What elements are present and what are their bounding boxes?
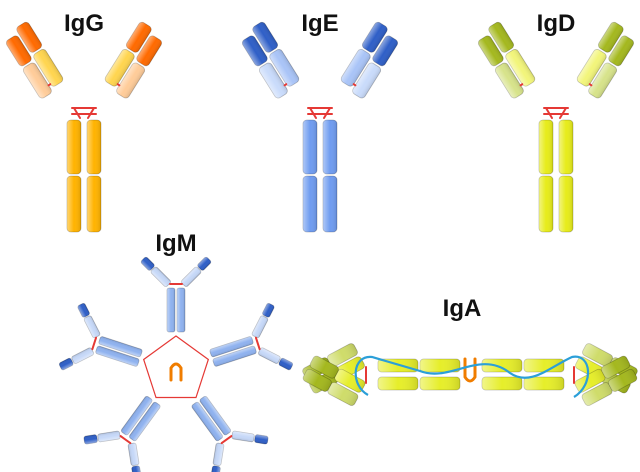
igg-interchain-bond-right <box>118 84 120 85</box>
ige-fab-right <box>338 21 403 100</box>
igm-monomer-5 <box>57 301 151 392</box>
igm-hinge-bond-5 <box>92 338 96 349</box>
igg-antibody <box>2 21 167 232</box>
igm-ch1-l-5-shine <box>71 347 94 364</box>
igm-arm-r-1 <box>181 256 212 287</box>
igm-ch1-r-4-shine <box>97 431 120 442</box>
ige-antibody <box>238 21 403 232</box>
igm-ch1-l-4-shine <box>128 443 139 466</box>
igd-fab-left <box>474 21 539 100</box>
igm-monomer-3 <box>169 380 271 472</box>
ige-fc-ch2-1-shine <box>323 120 337 174</box>
ige-fab-left <box>238 21 303 100</box>
igm-arm-r-5 <box>77 303 100 339</box>
igm-arm-r-3 <box>211 443 225 472</box>
igd-label: IgD <box>537 10 576 37</box>
igm-stem-a-1-shine <box>167 288 175 332</box>
igm-arm-l-3 <box>232 431 269 445</box>
igm-j-chain <box>171 364 181 380</box>
iga-j-chain <box>465 359 475 381</box>
igm-arm-l-5 <box>59 347 95 370</box>
iga-ch2-lower-left-shine <box>378 377 418 390</box>
igg-fc-ch2-1-shine <box>87 120 101 174</box>
igm-monomer-1 <box>140 256 211 332</box>
igm-arm-r-4 <box>84 431 121 445</box>
iga-ch2-lower-right-shine <box>482 377 522 390</box>
igg-fc-ch2-0-shine <box>67 120 81 174</box>
iga-ch2-upper-right-shine <box>482 359 522 372</box>
iga-ch3-lower-right-shine <box>524 377 564 390</box>
igd-interchain-bond-right <box>590 84 592 85</box>
ige-label: IgE <box>301 10 338 37</box>
igm-ch1-l-2-shine <box>251 315 268 338</box>
igm-ch1-r-2-shine <box>258 347 281 364</box>
ige-fc-ch3-0-shine <box>303 176 317 232</box>
ige-interchain-bond-right <box>354 84 356 85</box>
igd-fab-right <box>574 21 639 100</box>
ige-interchain-bond-left <box>285 84 287 85</box>
igd-antibody <box>474 21 639 232</box>
igm-monomer-4 <box>80 380 182 472</box>
iga-ch3-lower-left-shine <box>420 377 460 390</box>
igg-fab-right <box>102 21 167 100</box>
igm-hinge-bond-3 <box>222 436 232 443</box>
igm-arm-l-2 <box>251 303 274 339</box>
igm-monomer-2 <box>201 301 295 392</box>
igg-fc-ch3-1-shine <box>87 176 101 232</box>
igm-arm-r-2 <box>258 347 294 370</box>
igm-ch1-r-5-shine <box>84 315 101 338</box>
igm-arm-l-4 <box>128 443 142 472</box>
igd-fc-ch2-1-shine <box>559 120 573 174</box>
igd-fc-ch2-0-shine <box>539 120 553 174</box>
ige-fc-ch2-0-shine <box>303 120 317 174</box>
igm-ch1-l-1-shine <box>150 266 171 287</box>
igg-label: IgG <box>64 10 104 37</box>
iga-label: IgA <box>443 295 482 322</box>
igg-interchain-bond-left <box>49 84 51 85</box>
igg-fc-ch3-0-shine <box>67 176 81 232</box>
igd-fc-ch3-0-shine <box>539 176 553 232</box>
igm-hinge-bond-4 <box>121 436 131 443</box>
igm-hinge-bond-2 <box>256 338 260 349</box>
igd-fc-ch3-1-shine <box>559 176 573 232</box>
igm-ch1-r-3-shine <box>213 443 224 466</box>
igm-pentamer <box>57 256 295 472</box>
igm-central-bonds <box>144 336 209 398</box>
ige-fc-ch3-1-shine <box>323 176 337 232</box>
igm-arm-l-1 <box>140 256 171 287</box>
igm-label: IgM <box>155 230 196 257</box>
igg-fab-left <box>2 21 67 100</box>
igd-interchain-bond-left <box>521 84 523 85</box>
iga-dimer <box>301 342 638 406</box>
igm-stem-b-1-shine <box>177 288 185 332</box>
igm-ch1-l-3-shine <box>232 431 255 442</box>
igm-ch1-r-1-shine <box>181 266 202 287</box>
